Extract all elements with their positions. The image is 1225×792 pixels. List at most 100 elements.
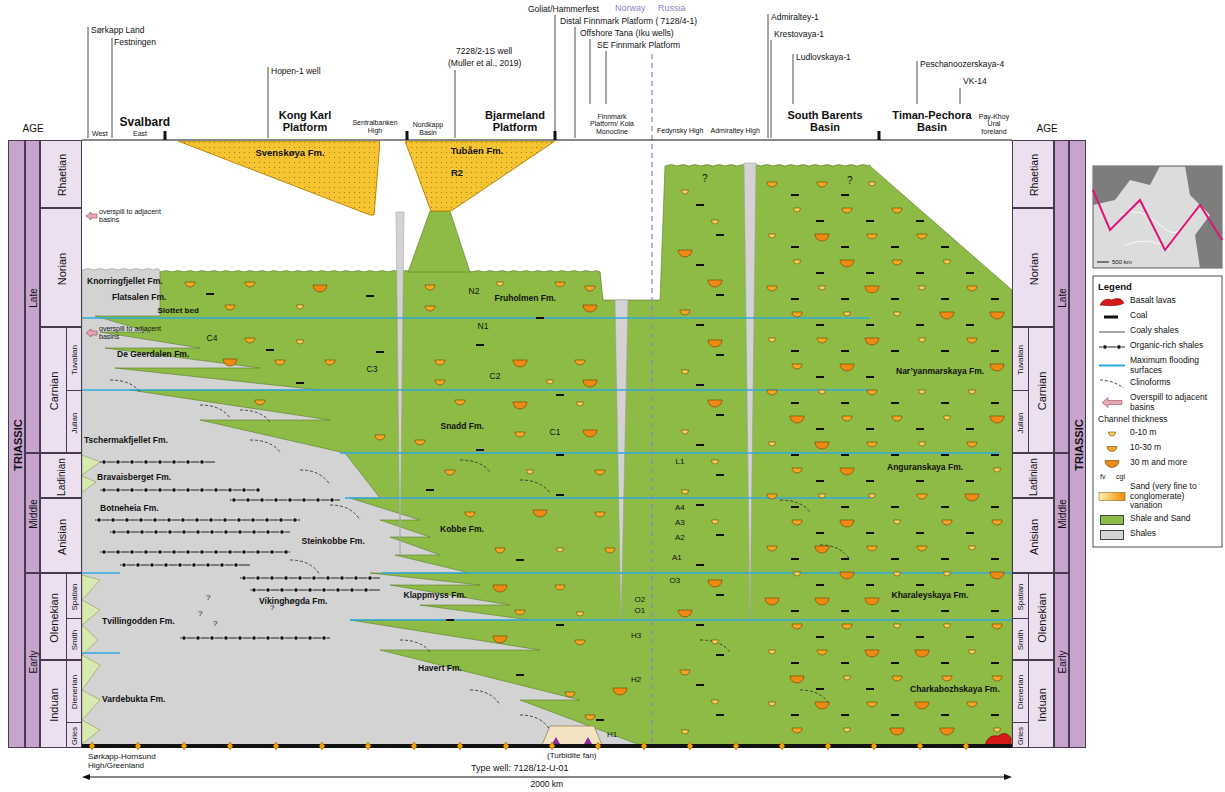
legend-text: Sand (very fine to conglomerate) variati… [1130,482,1218,511]
legend-swatch [1100,530,1124,540]
text-label: Flatsalen Fm. [112,293,166,303]
channel-symbol [712,700,719,704]
text-label: ? [702,173,708,184]
base-marker [227,742,233,750]
coal-mark [816,376,824,378]
svalbard-sandstone [82,625,98,655]
base-marker [135,742,141,750]
coal-mark [556,394,564,396]
coal-mark [991,298,999,300]
age-cell: Ladinian [40,453,82,498]
coal-mark [696,204,704,206]
organic-shale-dot [270,550,274,554]
channel-symbol [680,670,690,675]
scale-bar [1097,262,1109,263]
coal-mark [596,719,604,721]
substage-divider [1012,390,1028,391]
coal-mark [916,324,924,326]
organic-shale-dot [280,636,284,640]
channel-symbol [767,182,777,187]
organic-shale-dot [223,518,227,522]
coal-mark [891,246,899,248]
channel-symbol [313,285,327,292]
organic-shale-dot [172,488,176,492]
channel-symbol [708,280,722,287]
clinoform [330,505,360,520]
channel-symbol [919,286,926,290]
legend-sample [1099,331,1125,333]
organic-shale-dot [126,530,130,534]
organic-shale-dot [266,530,270,534]
coal-mark [841,714,849,716]
channel-symbol [894,624,901,628]
channel-symbol [990,416,1004,423]
channel-symbol [817,338,827,343]
channel-symbol [682,370,689,374]
channel-symbol [819,390,826,394]
coal-mark [816,636,824,638]
clinoform [240,410,270,422]
coal-mark [476,344,484,346]
organic-shale-dot [182,636,186,640]
organic-shale-dot [242,576,246,580]
coal-mark [841,506,849,508]
coal-mark [841,246,849,248]
organic-shale-dot [242,488,246,492]
organic-shale-dot [308,588,312,592]
channel-symbol [708,340,722,347]
base-marker [733,742,739,750]
text-label: 500 km [1112,259,1132,266]
base-marker [89,742,95,750]
age-cell: CarnianTuvalianJulian [1012,327,1054,453]
organic-shale-dot [280,530,284,534]
channel-symbol [994,468,1001,472]
text-label: N2 [469,287,480,297]
channel-symbol [425,306,435,311]
organic-shale-dot [256,488,260,492]
text-label: Channel thickness [1098,415,1218,425]
region-tick [554,131,557,140]
coal-mark [866,220,874,222]
channel-symbol [815,598,829,605]
channel-symbol [844,312,851,316]
text-label: C3 [367,365,378,375]
channel-symbol [915,702,929,709]
age-name: Norian [1029,252,1040,284]
organic-shale-dot [168,530,172,534]
channel-symbol [794,572,801,576]
channel-symbol [575,640,585,645]
coal-mark [866,272,874,274]
channel-symbol [940,312,954,319]
coal-mark [941,298,949,300]
coal-mark [716,234,724,236]
coal-mark [916,272,924,274]
text-label: Sørkapp Land [91,26,144,36]
coal-mark [841,454,849,456]
legend-sample [1103,345,1107,349]
text-label: Sørkapp-Hornsund High/Greenland [88,753,188,771]
coal-mark [866,688,874,690]
text-label: Fedynsky High [657,127,703,135]
coal-mark [716,414,724,416]
svalbard-sandstone [82,720,100,744]
channel-symbol [583,305,597,312]
text-label: Tschermakfjellet Fm. [84,436,168,446]
high-shale-spike [615,300,628,625]
coal-mark [891,506,899,508]
coal-mark [866,428,874,430]
channel-symbol [967,442,977,447]
text-label: Bjarmeland Platform [477,109,553,134]
channel-symbol [844,728,851,732]
coal-mark [816,480,824,482]
organic-shale-dot [158,460,162,464]
organic-shale-dot [234,563,238,567]
channel-symbol [767,390,777,395]
coal-mark [426,489,434,491]
coal-mark [791,402,799,404]
text-label: Snadd Fm. [441,422,484,432]
coal-mark [716,474,724,476]
legend-text: Overspill to adjacent basins [1130,393,1218,412]
base-marker [181,742,187,750]
organic-shale-dot [186,550,190,554]
text-label: Vikinghøgda Fm. [259,597,327,607]
